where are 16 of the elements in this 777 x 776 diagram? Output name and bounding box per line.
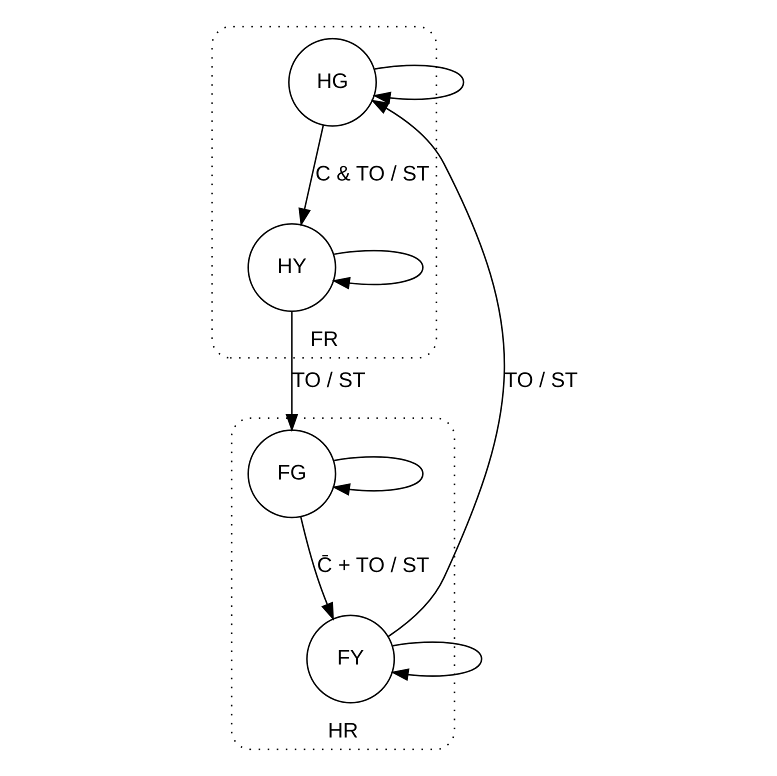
- edge-label: C & TO / ST: [314, 162, 429, 186]
- node-circle: HY: [246, 223, 336, 312]
- arrow: [300, 516, 334, 621]
- node-circle: FG: [246, 429, 336, 518]
- node-circle: HG: [288, 38, 376, 127]
- arrow: [372, 64, 464, 104]
- arrow: [370, 100, 505, 638]
- arrow: [390, 641, 482, 681]
- edge-label: TO / ST: [292, 368, 365, 392]
- arrow: [285, 312, 298, 432]
- edge-label: TO / ST: [504, 368, 578, 392]
- arrow: [331, 250, 424, 290]
- arrow: [298, 125, 324, 226]
- arrow: [331, 456, 424, 496]
- node-circle: FY: [306, 614, 395, 704]
- edge-label: C̄ + TO / ST: [316, 554, 429, 578]
